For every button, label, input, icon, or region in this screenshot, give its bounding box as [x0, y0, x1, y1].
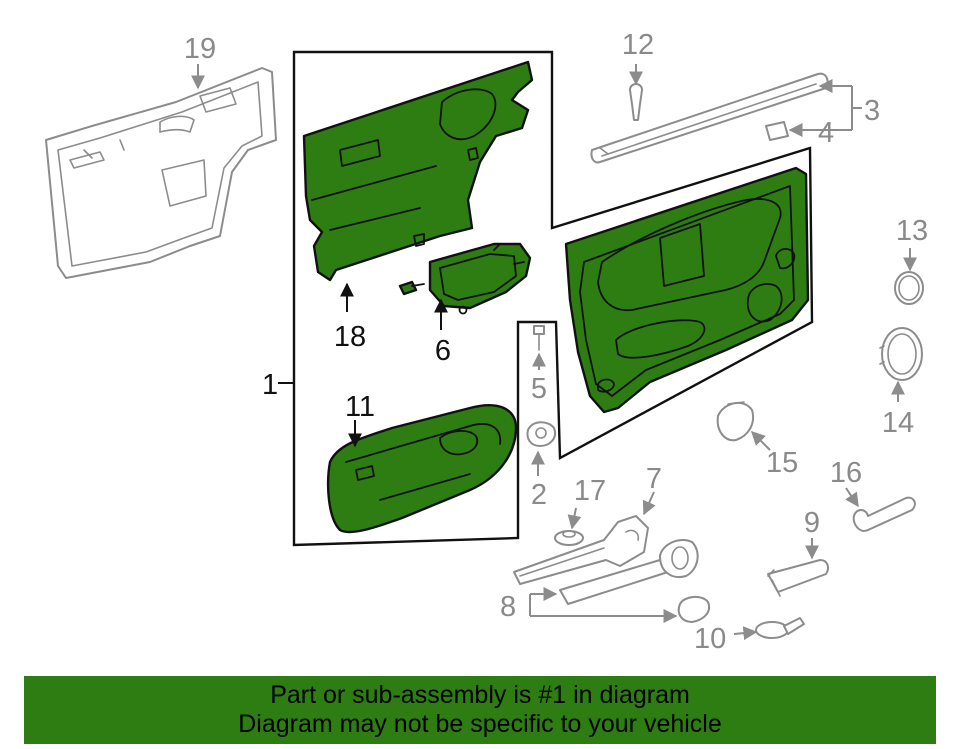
- assembly-frame: [292, 50, 814, 547]
- part-5-screw: [533, 325, 545, 351]
- banner-line-2: Diagram may not be specific to your vehi…: [238, 710, 722, 738]
- callout-3: 3: [864, 95, 880, 127]
- part-14-grille: [879, 327, 923, 381]
- part-15-cap: [716, 401, 754, 442]
- callout-19: 19: [184, 33, 216, 65]
- callout-14: 14: [882, 407, 914, 439]
- callout-17: 17: [574, 475, 606, 507]
- part-11-armrest: [326, 404, 518, 534]
- part-8-handle: [559, 538, 699, 605]
- notice-banner: Part or sub-assembly is #1 in diagram Di…: [24, 676, 936, 744]
- part-8-bezel: [677, 596, 710, 623]
- part-12-fastener: [629, 83, 643, 121]
- callout-6: 6: [435, 335, 451, 367]
- callout-15: 15: [766, 447, 798, 479]
- callout-7: 7: [646, 463, 662, 495]
- part-4-clip: [765, 121, 789, 141]
- callout-1: 1: [262, 369, 278, 401]
- part-19-rear-door-panel: [45, 67, 277, 279]
- part-18-upper-trim-panel: [302, 60, 534, 282]
- part-2-clip: [526, 421, 556, 447]
- part-9-switch: [767, 559, 829, 597]
- callout-9: 9: [804, 507, 820, 539]
- part-17-grommet: [554, 530, 584, 546]
- part-6-screw: [398, 280, 425, 296]
- part-3-belt-molding: [590, 72, 829, 164]
- callout-5: 5: [531, 373, 547, 405]
- part-7-bracket: [513, 515, 649, 585]
- callout-12: 12: [622, 29, 654, 61]
- callout-13: 13: [896, 215, 928, 247]
- banner-line-1: Part or sub-assembly is #1 in diagram: [270, 681, 690, 709]
- callout-11: 11: [345, 391, 375, 423]
- callout-16: 16: [830, 457, 862, 489]
- part-13-ring: [894, 271, 924, 305]
- part-6-pull-cup: [428, 242, 532, 315]
- callout-8: 8: [500, 591, 516, 623]
- callout-10: 10: [694, 623, 726, 655]
- callout-4: 4: [818, 117, 834, 149]
- part-10-cable: [755, 617, 805, 639]
- front-door-trim-panel: [564, 166, 810, 414]
- callout-2: 2: [531, 479, 547, 511]
- callout-18: 18: [334, 321, 366, 353]
- part-16-rod: [852, 496, 916, 532]
